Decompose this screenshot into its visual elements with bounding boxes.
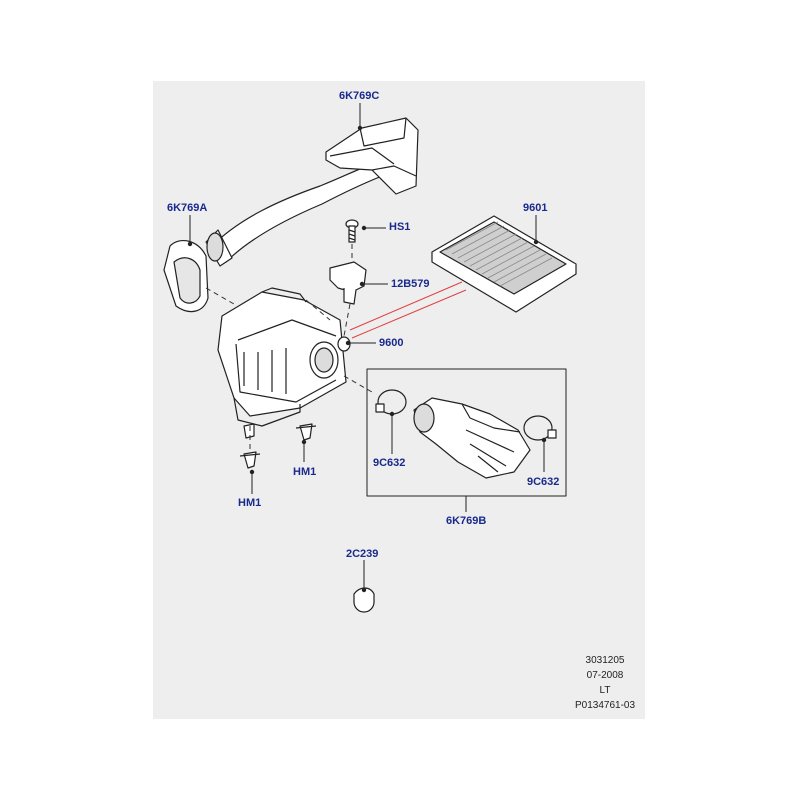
resonator bbox=[163, 239, 209, 313]
screw bbox=[345, 219, 359, 243]
mount-right bbox=[295, 423, 317, 441]
callout-2c239: 2C239 bbox=[346, 548, 379, 560]
callout-9601: 9601 bbox=[523, 202, 548, 214]
callout-9c632-left: 9C632 bbox=[373, 457, 406, 469]
callout-9c632-right: 9C632 bbox=[527, 476, 560, 488]
upper-air-duct bbox=[205, 117, 419, 267]
housing-foot bbox=[243, 423, 255, 439]
illustration-id: P0134761-03 bbox=[574, 700, 636, 711]
mount-left bbox=[239, 451, 261, 469]
reference-tag: LT bbox=[599, 685, 611, 696]
alignment-lines bbox=[205, 244, 373, 452]
leader-dots bbox=[187, 125, 547, 593]
callout-hs1: HS1 bbox=[389, 221, 411, 233]
callout-6k769b: 6K769B bbox=[446, 515, 487, 527]
filter-guide-lines bbox=[349, 281, 467, 339]
callout-6k769c: 6K769C bbox=[339, 90, 380, 102]
callout-12b579: 12B579 bbox=[391, 278, 430, 290]
callout-leaders bbox=[189, 103, 545, 590]
hose-clamp-right bbox=[523, 415, 557, 441]
lower-air-duct bbox=[413, 397, 531, 479]
callout-hm1-right: HM1 bbox=[293, 466, 317, 478]
callout-hm1-left: HM1 bbox=[238, 497, 262, 509]
callout-6k769a: 6K769A bbox=[167, 202, 208, 214]
air-filter-element bbox=[431, 215, 577, 313]
mass-air-flow-sensor bbox=[329, 261, 367, 305]
hose-clamp-left bbox=[375, 389, 407, 415]
grommet bbox=[353, 587, 375, 613]
reference-date: 07-2008 bbox=[586, 670, 624, 681]
air-filter-housing bbox=[217, 287, 351, 427]
callout-9600: 9600 bbox=[379, 337, 404, 349]
reference-code: 3031205 bbox=[585, 655, 625, 666]
